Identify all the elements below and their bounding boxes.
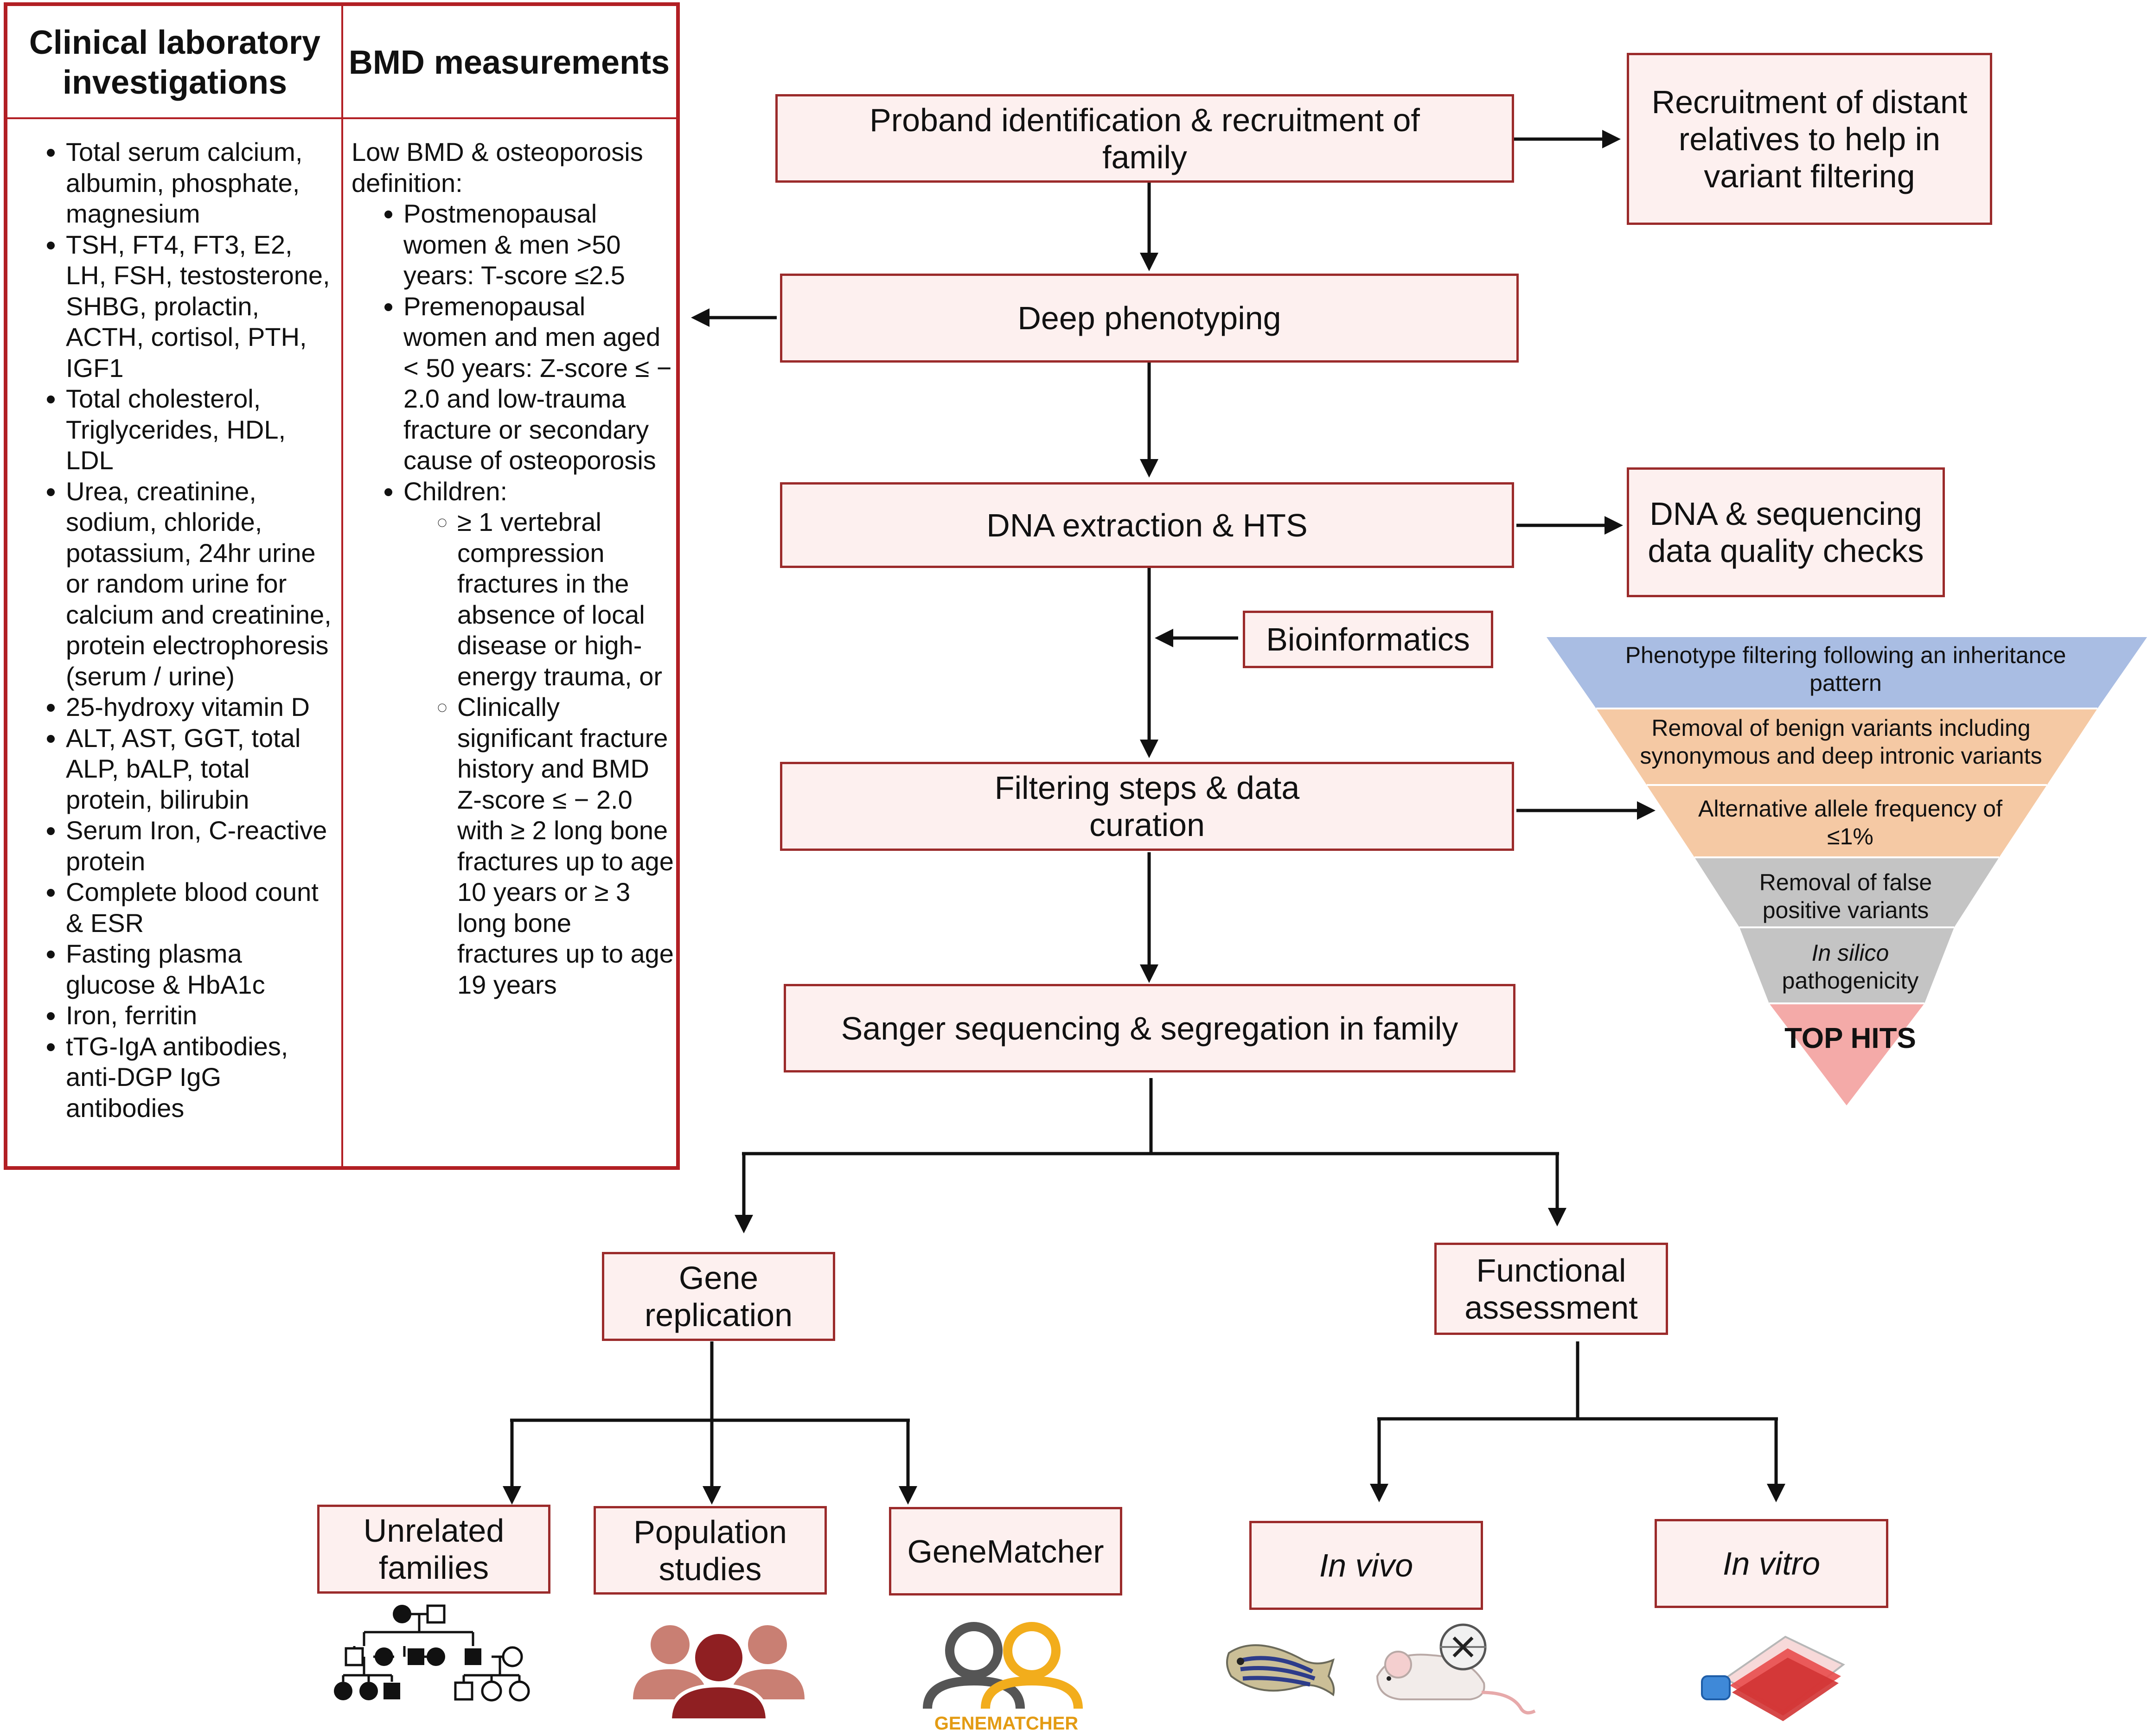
phenotyping-box: Deep phenotyping xyxy=(780,274,1519,363)
bmd-list: Postmenopausal women & men >50 years: T-… xyxy=(352,198,676,1000)
bmd-intro: Low BMD & osteoporosis definition: xyxy=(352,137,643,198)
list-item: Iron, ferritin xyxy=(66,1000,339,1031)
funnel-label-5: In silico pathogenicity xyxy=(1753,939,1948,995)
in-vitro-label: In vitro xyxy=(1722,1545,1821,1582)
bmd-header: BMD measurements xyxy=(348,44,670,81)
children-criteria: ≥ 1 vertebral compression fractures in t… xyxy=(403,507,676,1000)
list-item: ALT, AST, GGT, total ALP, bALP, total pr… xyxy=(66,723,339,816)
in-silico-text: In silico xyxy=(1811,940,1889,966)
proband-label: Proband identification & recruitment of … xyxy=(869,102,1420,175)
recruitment-label: Recruitment of distant relatives to help… xyxy=(1651,83,1968,194)
population-icon xyxy=(633,1625,805,1720)
sanger-box: Sanger sequencing & segregation in famil… xyxy=(784,984,1515,1072)
genematcher-logo-icon: GENEMATCHER xyxy=(923,1622,1083,1734)
table-column-divider xyxy=(341,6,343,1166)
funnel-label-3: Alternative allele frequency of ≤1% xyxy=(1698,796,2002,849)
functional-box: Functional assessment xyxy=(1434,1243,1668,1335)
bmd-column: Low BMD & osteoporosis definition: Postm… xyxy=(352,137,676,1000)
phenotyping-label: Deep phenotyping xyxy=(1017,300,1281,336)
recruitment-box: Recruitment of distant relatives to help… xyxy=(1627,53,1992,225)
unrelated-box: Unrelated families xyxy=(317,1505,550,1594)
functional-label: Functional assessment xyxy=(1464,1252,1638,1326)
list-item: Children: ≥ 1 vertebral compression frac… xyxy=(403,476,676,1001)
list-item: Serum Iron, C-reactive protein xyxy=(66,815,339,877)
zebrafish-icon xyxy=(1226,1644,1335,1697)
gene-replication-box: Gene replication xyxy=(602,1252,835,1341)
list-item: Clinically significant fracture history … xyxy=(457,692,676,1000)
knockout-mouse-icon xyxy=(1376,1623,1536,1715)
quality-label: DNA & sequencing data quality checks xyxy=(1648,496,1924,569)
list-item: tTG-IgA antibodies, anti-DGP IgG antibod… xyxy=(66,1031,339,1124)
bioinformatics-box: Bioinformatics xyxy=(1243,611,1493,668)
genematcher-logo-text: GENEMATCHER xyxy=(934,1713,1078,1734)
population-label: Population studies xyxy=(633,1513,787,1587)
pathogenicity-text: pathogenicity xyxy=(1782,968,1919,994)
dna-label: DNA extraction & HTS xyxy=(986,507,1308,543)
list-item: Fasting plasma glucose & HbA1c xyxy=(66,938,339,1000)
bioinformatics-label: Bioinformatics xyxy=(1266,621,1470,657)
population-box: Population studies xyxy=(594,1506,827,1595)
proband-box: Proband identification & recruitment of … xyxy=(775,94,1514,183)
list-item: Postmenopausal women & men >50 years: T-… xyxy=(403,198,676,291)
unrelated-label: Unrelated families xyxy=(363,1513,505,1586)
in-vivo-box: In vivo xyxy=(1249,1521,1483,1610)
filtering-box: Filtering steps & data curation xyxy=(780,762,1514,851)
gene-replication-label: Gene replication xyxy=(644,1260,793,1333)
investigation-table: Clinical laboratory investigations BMD m… xyxy=(4,2,680,1170)
list-item: TSH, FT4, FT3, E2, LH, FSH, testosterone… xyxy=(66,230,339,384)
list-item: ≥ 1 vertebral compression fractures in t… xyxy=(457,507,676,692)
list-item: Complete blood count & ESR xyxy=(66,877,339,938)
funnel-label-1: Phenotype filtering following an inherit… xyxy=(1625,642,2066,696)
clinical-header: Clinical laboratory investigations xyxy=(29,24,321,101)
list-item: Total serum calcium, albumin, phosphate,… xyxy=(66,137,339,230)
pedigree-icon xyxy=(334,1604,530,1702)
clinical-list: Total serum calcium, albumin, phosphate,… xyxy=(19,137,339,1123)
top-hits-label: TOP HITS xyxy=(1784,1022,1916,1054)
genematcher-label: GeneMatcher xyxy=(907,1533,1104,1570)
cell-culture-flask-icon xyxy=(1701,1635,1845,1721)
funnel-label-4: Removal of false positive variants xyxy=(1759,869,1932,923)
list-item: 25-hydroxy vitamin D xyxy=(66,692,339,723)
children-label: Children: xyxy=(403,476,508,506)
list-item: Premenopausal women and men aged < 50 ye… xyxy=(403,291,676,476)
funnel-label-2: Removal of benign variants including syn… xyxy=(1640,715,2042,769)
dna-box: DNA extraction & HTS xyxy=(780,482,1514,568)
in-vitro-box: In vitro xyxy=(1655,1519,1888,1608)
quality-box: DNA & sequencing data quality checks xyxy=(1627,467,1945,597)
filtering-label: Filtering steps & data curation xyxy=(994,770,1300,843)
genematcher-box: GeneMatcher xyxy=(889,1507,1122,1596)
list-item: Total cholesterol, Triglycerides, HDL, L… xyxy=(66,383,339,476)
in-vivo-label: In vivo xyxy=(1319,1547,1413,1583)
list-item: Urea, creatinine, sodium, chloride, pota… xyxy=(66,476,339,692)
sanger-label: Sanger sequencing & segregation in famil… xyxy=(841,1010,1458,1047)
